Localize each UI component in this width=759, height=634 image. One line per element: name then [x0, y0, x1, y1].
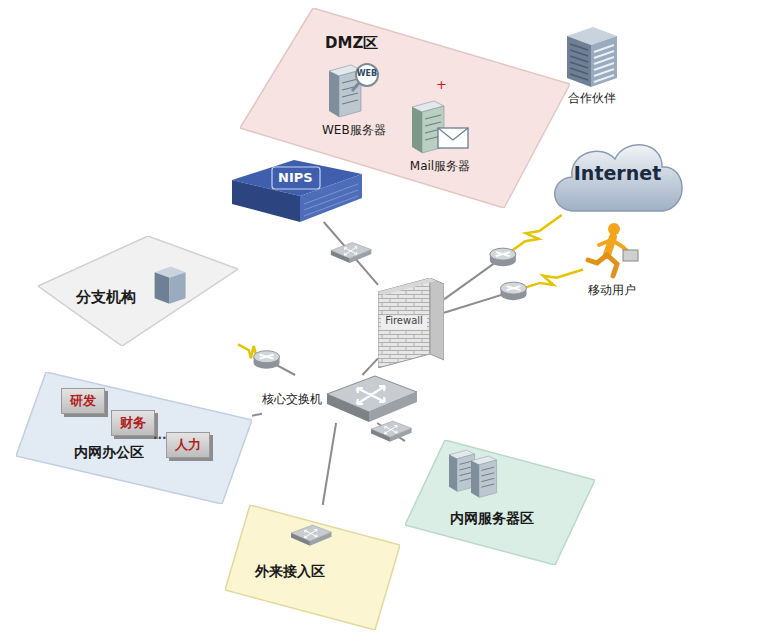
mobile-user: 移动用户 [583, 222, 641, 299]
text-group: 财务 [120, 414, 146, 432]
wire [329, 423, 336, 464]
text-group: 合作伙伴 [568, 90, 616, 107]
branch-zone: 分支机构 [38, 236, 238, 346]
text-group: 分支机构 [76, 288, 136, 307]
text-group: DMZ区 [325, 34, 378, 53]
wire [323, 464, 330, 505]
connector [323, 423, 336, 505]
node-label: 移动用户 [588, 282, 636, 299]
nips-shape [232, 160, 362, 222]
text-group: 研发 [70, 392, 96, 410]
free-label: WEB [355, 70, 379, 78]
node-label: 核心交换机 [262, 391, 322, 408]
text-group: WEB服务器 [322, 122, 386, 139]
connector [371, 421, 412, 442]
text-group: 移动用户 [588, 282, 636, 299]
dept-box: 人力 [166, 432, 210, 458]
zone-outline [16, 372, 252, 504]
node-label: 外来接入区 [255, 563, 325, 581]
connector [238, 344, 295, 375]
text-group: NIPS [278, 170, 313, 185]
connector-ends [324, 222, 378, 285]
zone-outline [38, 236, 238, 346]
connector [324, 222, 378, 285]
icon-wrap: WEB [325, 62, 383, 120]
node-label: 合作伙伴 [568, 90, 616, 107]
wire [257, 413, 262, 416]
guest-zone: 外来接入区 [225, 505, 400, 630]
icon-wrap [583, 222, 641, 280]
connector-ends [252, 414, 262, 416]
node-label: 内网办公区 [74, 444, 144, 462]
wire [370, 358, 378, 366]
text-group: 人力 [175, 436, 201, 454]
wire [252, 414, 257, 417]
dept-box: 财务 [111, 410, 155, 436]
router-icon [501, 282, 527, 300]
connector-ends [323, 423, 336, 505]
connector-ends [238, 344, 295, 375]
text-group: 外来接入区 [255, 563, 325, 581]
node-label: Internet [545, 162, 690, 184]
node-label: NIPS [278, 170, 313, 185]
building-icon [566, 26, 618, 88]
text-group: Mail服务器 [410, 158, 470, 175]
core-switch-icon [326, 375, 418, 423]
core-switch: 核心交换机 [262, 375, 418, 423]
mail-server-icon [408, 98, 472, 156]
switch-icon [371, 421, 412, 442]
connector [252, 414, 262, 416]
mail-server: Mail服务器 [408, 98, 472, 175]
partner: 合作伙伴 [566, 26, 618, 107]
node-label: Mail服务器 [410, 158, 470, 175]
nips-device: NIPS [232, 160, 362, 222]
dept-box: 研发 [61, 388, 105, 414]
node-label: DMZ区 [325, 34, 378, 53]
zone-outline [405, 440, 595, 565]
office-zone: 内网办公区 研发财务人力... [16, 372, 252, 504]
free-label: ... [153, 429, 167, 441]
server-zone: 内网服务器区 [405, 440, 595, 565]
text-group: Firewall [378, 315, 430, 326]
free-label: + [436, 78, 447, 91]
router-icon [490, 248, 516, 266]
node-label: 研发 [70, 392, 96, 410]
node-label: 内网服务器区 [450, 510, 534, 528]
node-label: 分支机构 [76, 288, 136, 307]
connector [362, 358, 378, 375]
icon-wrap [566, 26, 618, 88]
switch-icon [331, 242, 372, 263]
router-icon [254, 351, 280, 369]
text-group: Internet [545, 162, 690, 184]
icon-wrap [326, 375, 418, 423]
firewall: Firewall [378, 278, 444, 368]
connector-ends [362, 358, 378, 375]
icon-wrap [408, 98, 472, 156]
connector-ends [444, 215, 562, 299]
node-label: Firewall [378, 315, 430, 326]
internet-cloud: Internet [545, 135, 690, 215]
connector [444, 270, 583, 313]
connector [444, 215, 562, 299]
wire [362, 367, 370, 375]
connector-ends [444, 270, 583, 313]
web-server: WEB WEB服务器 [322, 62, 386, 139]
node-label: WEB服务器 [322, 122, 386, 139]
text-group: 内网办公区 [74, 444, 144, 462]
text-group: 核心交换机 [262, 391, 322, 408]
text-group: 内网服务器区 [450, 510, 534, 528]
node-label: 人力 [175, 436, 201, 454]
mobile-user-icon [583, 222, 641, 280]
node-label: 财务 [120, 414, 146, 432]
